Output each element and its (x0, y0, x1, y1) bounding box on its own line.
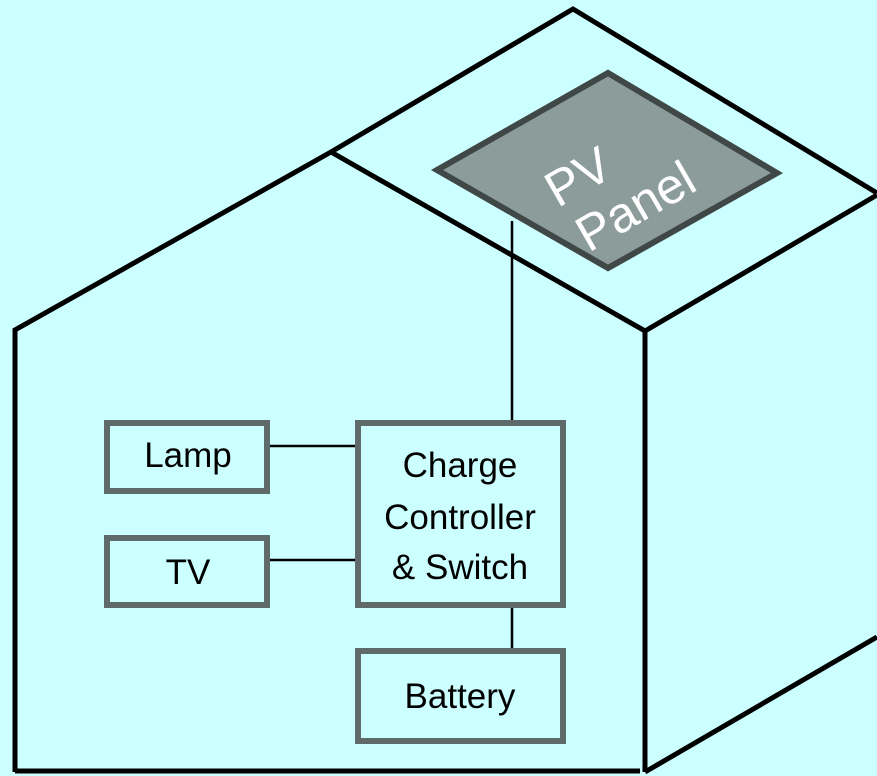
tv-label: TV (166, 553, 211, 592)
lamp-box: Lamp (104, 420, 270, 494)
charge-controller-label-line1: Charge (403, 446, 518, 485)
lamp-label: Lamp (144, 436, 232, 475)
charge-controller-label-line2: Controller (384, 498, 536, 537)
battery-box-frame (355, 648, 566, 744)
lamp-box-frame (104, 420, 270, 494)
wires (269, 221, 514, 650)
tv-box: TV (104, 535, 270, 608)
house-roof-right (329, 6, 877, 196)
house-right-eave (643, 192, 877, 334)
house-outline (12, 6, 877, 775)
charge-controller-box-frame (355, 420, 566, 608)
house-right-base (643, 634, 877, 775)
tv-box-frame (104, 535, 270, 608)
battery-label: Battery (405, 677, 516, 716)
battery-box: Battery (355, 648, 566, 744)
charge-controller-box: Charge Controller & Switch (355, 420, 566, 608)
pv-panel-shape (430, 69, 784, 272)
charge-controller-label-line3: & Switch (392, 548, 528, 587)
